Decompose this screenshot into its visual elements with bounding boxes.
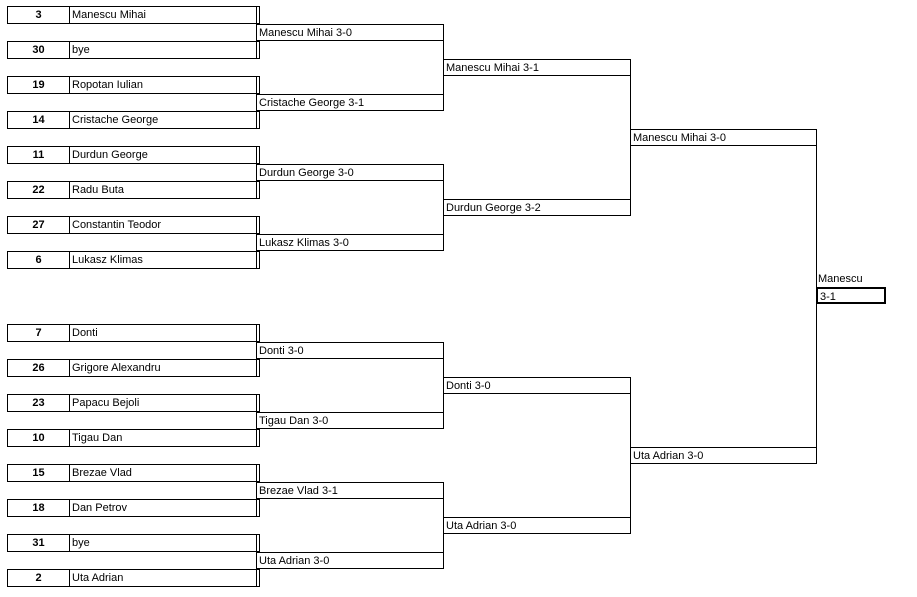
round2-result: Manescu Mihai 3-0	[257, 24, 444, 41]
seed-number: 14	[7, 111, 70, 129]
round3-result: Manescu Mihai 3-1	[444, 59, 631, 76]
seed-number: 6	[7, 251, 70, 269]
seed-number: 3	[7, 6, 70, 24]
player-name: Ropotan Iulian	[69, 76, 260, 94]
seed-number: 7	[7, 324, 70, 342]
seed-number: 19	[7, 76, 70, 94]
bracket-connector	[256, 6, 257, 59]
player-name: bye	[69, 534, 260, 552]
bracket-connector	[256, 146, 257, 199]
seed-number: 27	[7, 216, 70, 234]
round2-result: Lukasz Klimas 3-0	[257, 234, 444, 251]
player-name: Cristache George	[69, 111, 260, 129]
bracket-connector	[256, 76, 257, 129]
seed-number: 15	[7, 464, 70, 482]
bracket-connector	[443, 482, 444, 569]
round2-result: Brezae Vlad 3-1	[257, 482, 444, 499]
player-name: Donti	[69, 324, 260, 342]
round3-result: Durdun George 3-2	[444, 199, 631, 216]
bracket-connector	[256, 534, 257, 587]
round2-result: Cristache George 3-1	[257, 94, 444, 111]
player-name: Manescu Mihai	[69, 6, 260, 24]
round2-result: Durdun George 3-0	[257, 164, 444, 181]
round2-result: Tigau Dan 3-0	[257, 412, 444, 429]
seed-number: 2	[7, 569, 70, 587]
bracket-connector	[443, 342, 444, 429]
player-name: Grigore Alexandru	[69, 359, 260, 377]
round2-result: Donti 3-0	[257, 342, 444, 359]
bracket-connector	[256, 324, 257, 377]
round3-result: Donti 3-0	[444, 377, 631, 394]
player-name: Uta Adrian	[69, 569, 260, 587]
seed-number: 18	[7, 499, 70, 517]
seed-number: 26	[7, 359, 70, 377]
round2-result: Uta Adrian 3-0	[257, 552, 444, 569]
bracket-connector	[630, 377, 631, 534]
bracket-connector	[630, 59, 631, 216]
player-name: Tigau Dan	[69, 429, 260, 447]
seed-number: 22	[7, 181, 70, 199]
player-name: Papacu Bejoli	[69, 394, 260, 412]
champion-score: 3-1	[816, 287, 886, 304]
bracket-connector	[256, 216, 257, 269]
round4-result: Uta Adrian 3-0	[631, 447, 817, 464]
seed-number: 23	[7, 394, 70, 412]
round4-result: Manescu Mihai 3-0	[631, 129, 817, 146]
seed-number: 30	[7, 41, 70, 59]
champion-name: Manescu	[818, 273, 863, 285]
player-name: Radu Buta	[69, 181, 260, 199]
bracket-connector	[256, 394, 257, 447]
player-name: Durdun George	[69, 146, 260, 164]
player-name: Constantin Teodor	[69, 216, 260, 234]
seed-number: 10	[7, 429, 70, 447]
player-name: Lukasz Klimas	[69, 251, 260, 269]
player-name: Dan Petrov	[69, 499, 260, 517]
player-name: bye	[69, 41, 260, 59]
bracket-connector	[256, 464, 257, 517]
seed-number: 11	[7, 146, 70, 164]
bracket-connector	[443, 164, 444, 251]
seed-number: 31	[7, 534, 70, 552]
round3-result: Uta Adrian 3-0	[444, 517, 631, 534]
bracket-connector	[443, 24, 444, 111]
player-name: Brezae Vlad	[69, 464, 260, 482]
